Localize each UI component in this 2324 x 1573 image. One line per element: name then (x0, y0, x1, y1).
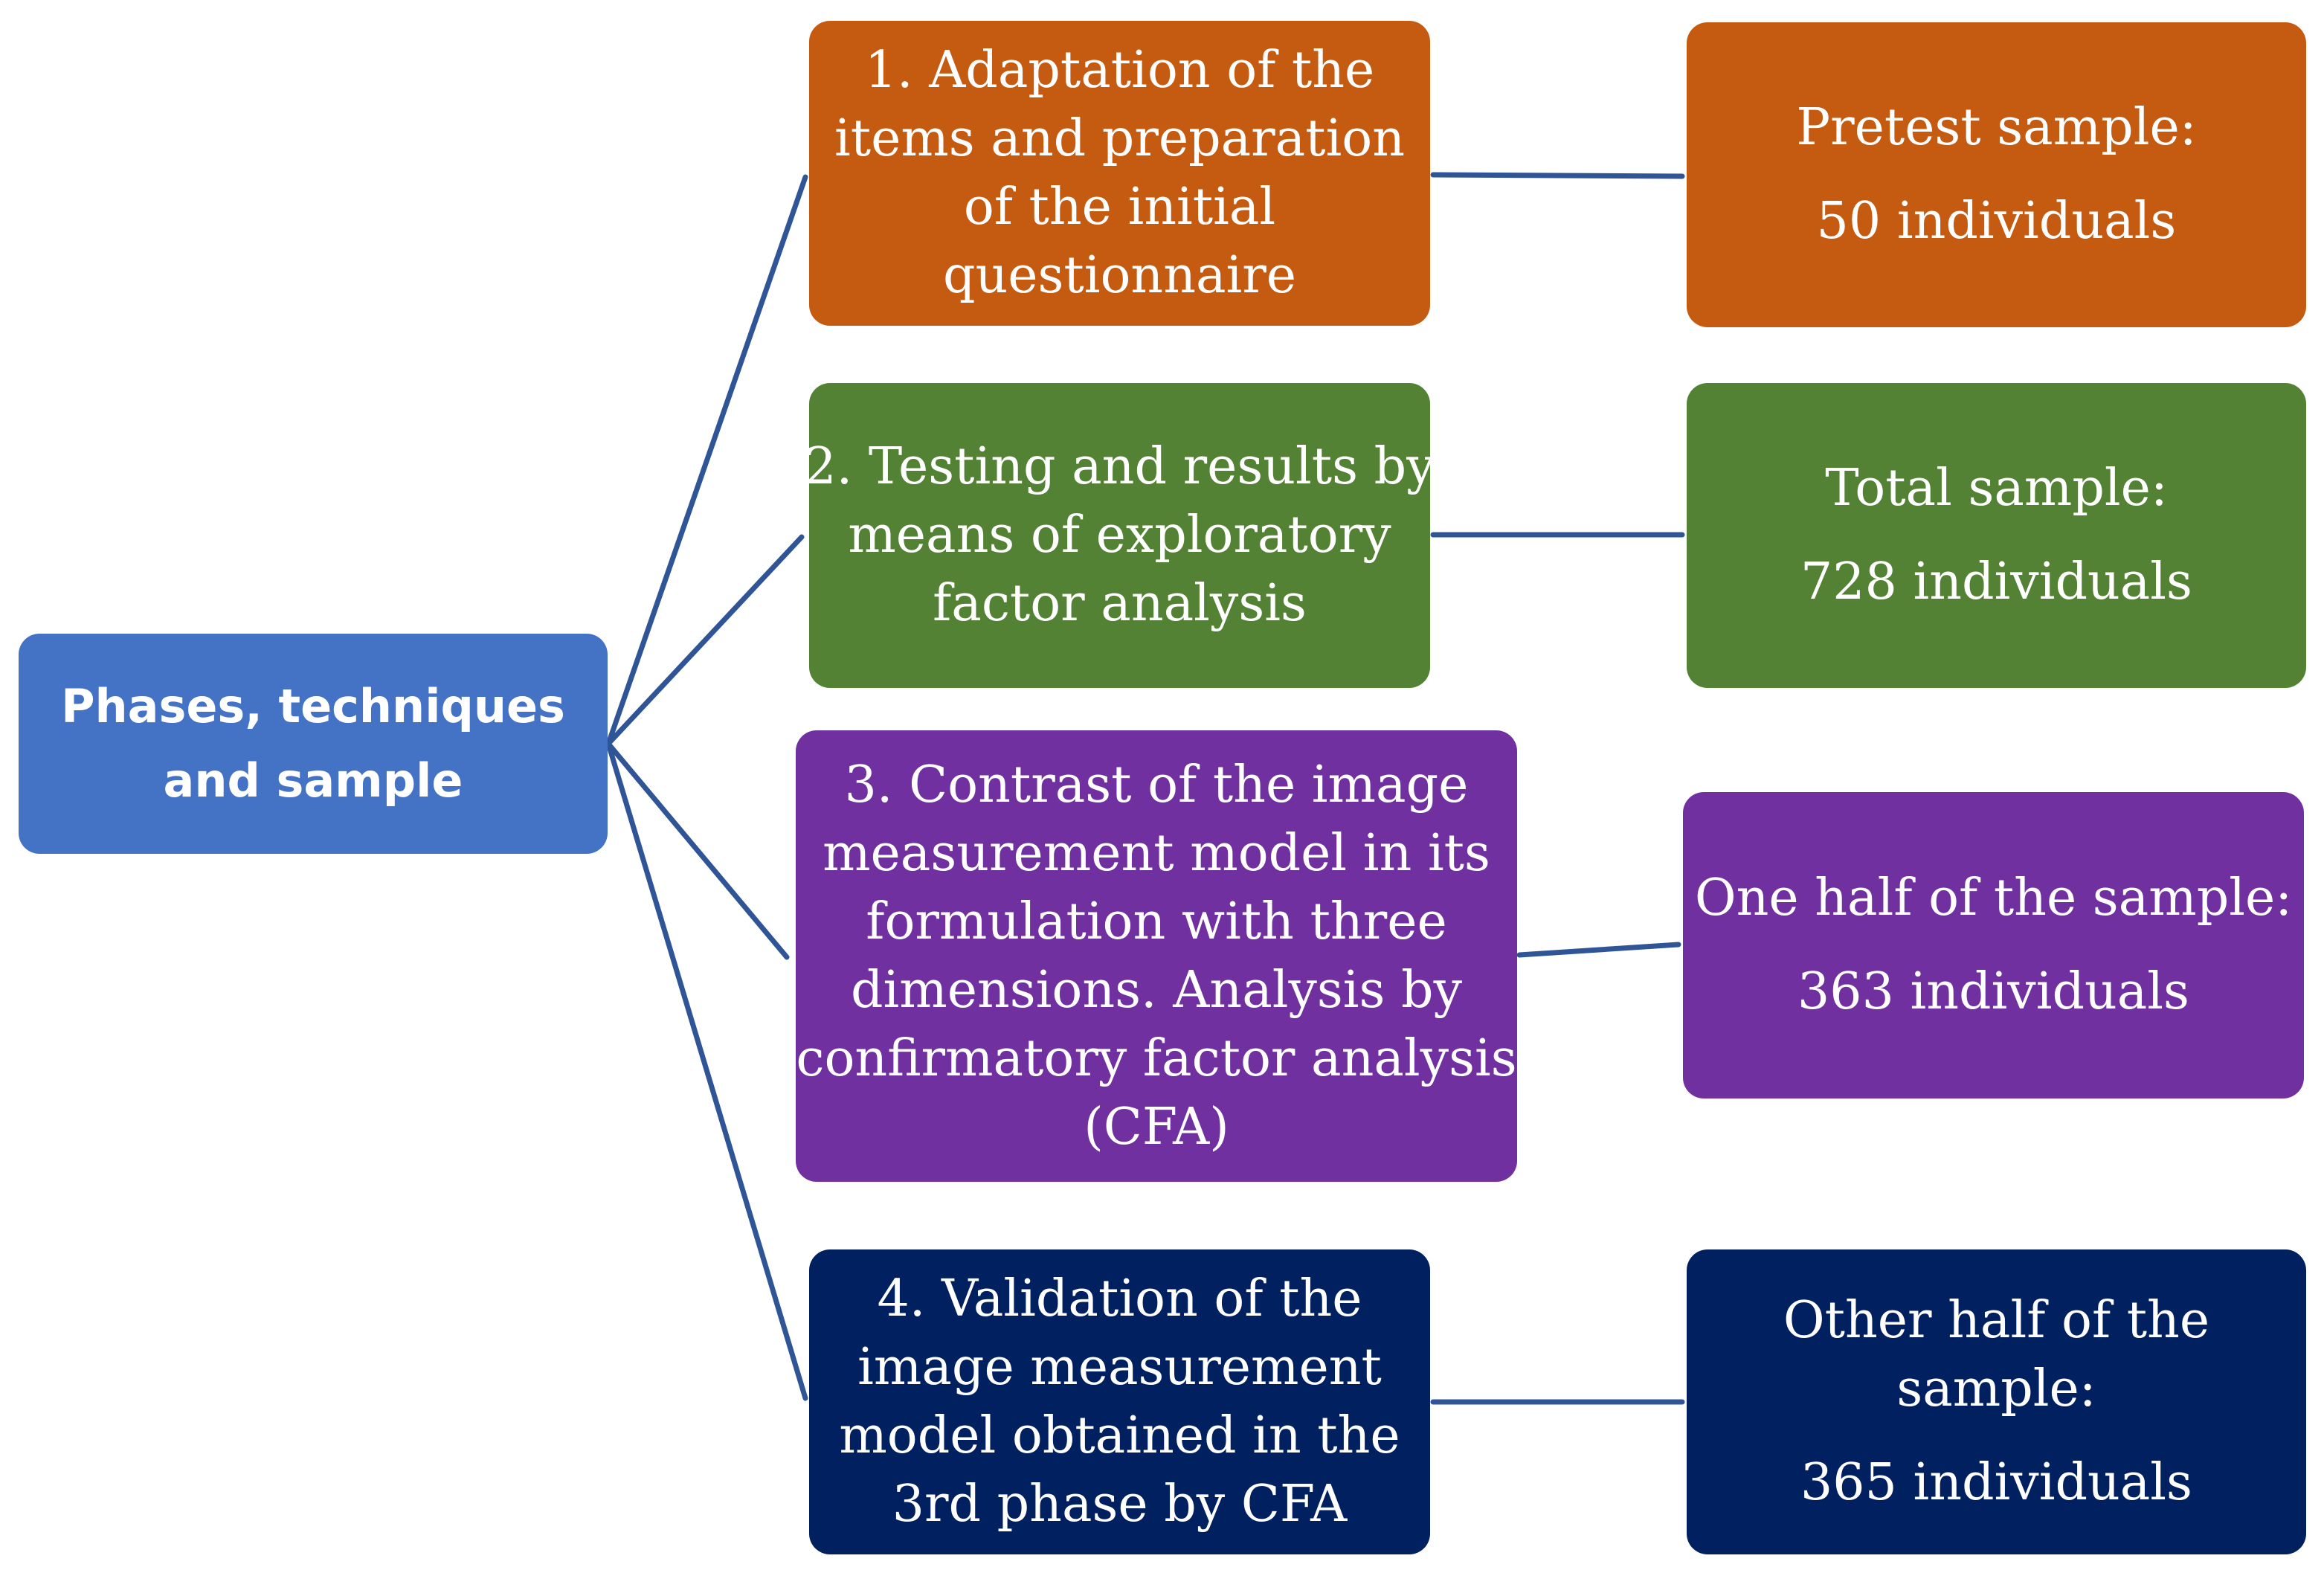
phase-2-line-2: means of exploratory (848, 506, 1391, 564)
root-line-1: Phases, techniques (61, 679, 565, 733)
sample-2-box: Total sample: 728 individuals (1687, 383, 2306, 688)
phase-4-line-1: 4. Validation of the (877, 1270, 1362, 1328)
connector-root-phase1 (605, 174, 808, 747)
phase-2-box: 2. Testing and results by means of explo… (804, 383, 1435, 688)
phase-3-line-2: measurement model in its (823, 823, 1490, 883)
sample-4-label-1: Other half of the (1783, 1291, 2210, 1350)
sample-1-count: 50 individuals (1816, 192, 2177, 251)
sample-3-box: One half of the sample: 363 individuals (1683, 792, 2304, 1098)
phase-1-line-3: of the initial (963, 178, 1276, 237)
sample-2-count: 728 individuals (1800, 553, 2192, 611)
connector-phase3-sample (1516, 942, 1681, 958)
sample-1-label: Pretest sample: (1796, 98, 2197, 157)
phase-3-line-3: formulation with three (866, 892, 1447, 951)
phase-4-line-2: image measurement (857, 1338, 1382, 1397)
phase-1-line-4: questionnaire (942, 246, 1297, 305)
sample-3-count: 363 individuals (1797, 962, 2189, 1021)
connector-root-phase3 (605, 741, 790, 960)
sample-4-count: 365 individuals (1800, 1453, 2192, 1512)
sample-3-label: One half of the sample: (1694, 869, 2293, 927)
phase-2-line-1: 2. Testing and results by (804, 437, 1435, 496)
phase-3-line-5: confirmatory factor analysis (796, 1029, 1517, 1088)
sample-4-box: Other half of the sample: 365 individual… (1687, 1249, 2306, 1554)
phase-3-box: 3. Contrast of the image measurement mod… (796, 730, 1517, 1182)
sample-4-label-2: sample: (1896, 1360, 2096, 1418)
root-line-2: and sample (163, 753, 463, 808)
sample-1-box: Pretest sample: 50 individuals (1687, 22, 2306, 327)
connector-phase1-sample (1430, 172, 1685, 179)
sample-2-label: Total sample: (1825, 459, 2168, 518)
phase-1-line-2: items and preparation (834, 109, 1405, 168)
phase-4-line-4: 3rd phase by CFA (892, 1475, 1348, 1534)
connector-root-phase2 (605, 534, 805, 747)
phase-3-line-4: dimensions. Analysis by (850, 960, 1462, 1020)
phase-1-box: 1. Adaptation of the items and preparati… (809, 21, 1430, 326)
connector-root-phase4 (605, 741, 808, 1401)
phase-3-line-1: 3. Contrast of the image (844, 755, 1469, 814)
phase-4-box: 4. Validation of the image measurement m… (809, 1249, 1430, 1554)
phase-1-line-1: 1. Adaptation of the (864, 41, 1375, 100)
phase-4-line-3: model obtained in the (839, 1406, 1400, 1465)
root-box: Phases, techniques and sample (19, 634, 608, 854)
phase-3-line-6: (CFA) (1084, 1097, 1229, 1157)
phase-2-line-3: factor analysis (933, 574, 1307, 633)
